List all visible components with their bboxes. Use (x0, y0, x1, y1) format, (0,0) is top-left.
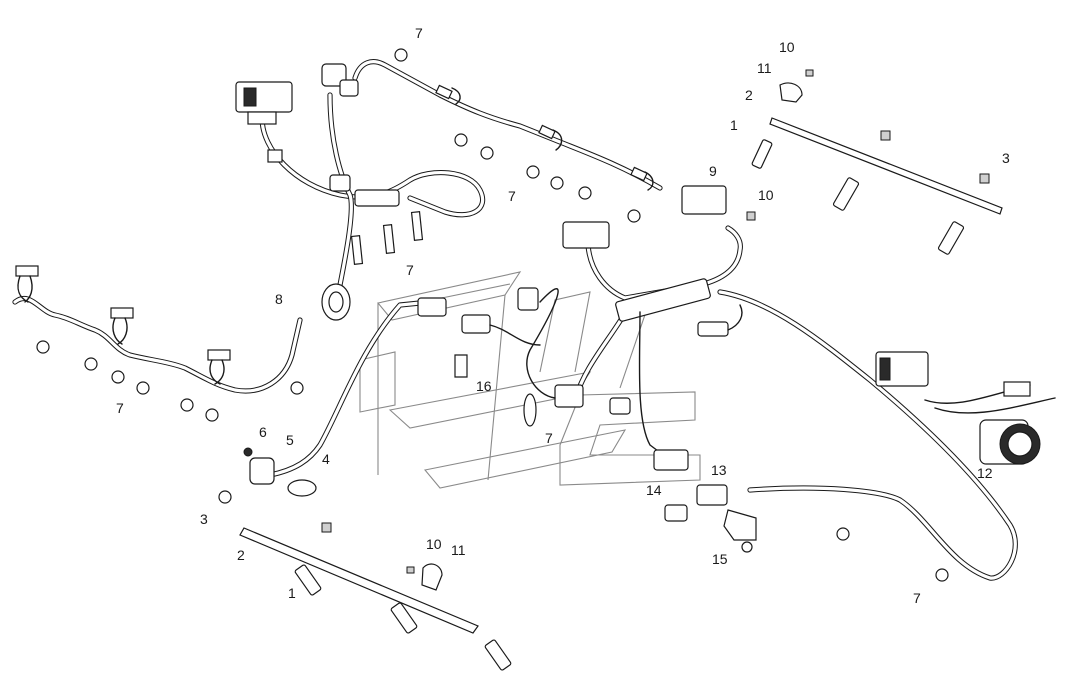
top-right-rail (681, 69, 1003, 255)
callout-label: 7 (508, 188, 516, 204)
callout-label: 1 (288, 585, 296, 601)
callout-label: 5 (286, 432, 294, 448)
grommets (36, 48, 949, 582)
callout-label: 10 (779, 39, 795, 55)
callout-label: 1 (730, 117, 738, 133)
callout-label: 9 (709, 163, 717, 179)
callout-label: 7 (545, 430, 553, 446)
central-harness (517, 221, 743, 471)
callout-label: 10 (426, 536, 442, 552)
callout-label: 14 (646, 482, 662, 498)
callout-label: 12 (977, 465, 993, 481)
callout-label: 7 (116, 400, 124, 416)
left-sensor-wire (243, 297, 743, 497)
callout-label: 4 (322, 451, 330, 467)
left-injector-harness (12, 265, 303, 394)
main-harness-loops (235, 63, 486, 321)
callout-label: 11 (451, 542, 466, 558)
long-sensor-wires (664, 289, 1056, 581)
callout-label: 2 (237, 547, 245, 563)
callout-label: 3 (200, 511, 208, 527)
callout-label: 3 (1002, 150, 1010, 166)
callout-label: 7 (415, 25, 423, 41)
callout-label: 13 (711, 462, 727, 478)
callout-label: 16 (476, 378, 492, 394)
callout-label: 7 (913, 590, 921, 606)
callout-labels: 7 10 11 2 1 3 9 10 7 7 8 16 7 6 5 4 3 2 … (116, 25, 1010, 606)
upper-injector-harness (352, 59, 663, 191)
callout-label: 15 (712, 551, 728, 567)
callout-label: 7 (406, 262, 414, 278)
callout-label: 6 (259, 424, 267, 440)
callout-label: 8 (275, 291, 283, 307)
bottom-left-rail (239, 522, 512, 671)
callout-label: 11 (757, 60, 772, 76)
callout-label: 10 (758, 187, 774, 203)
callout-label: 2 (745, 87, 753, 103)
